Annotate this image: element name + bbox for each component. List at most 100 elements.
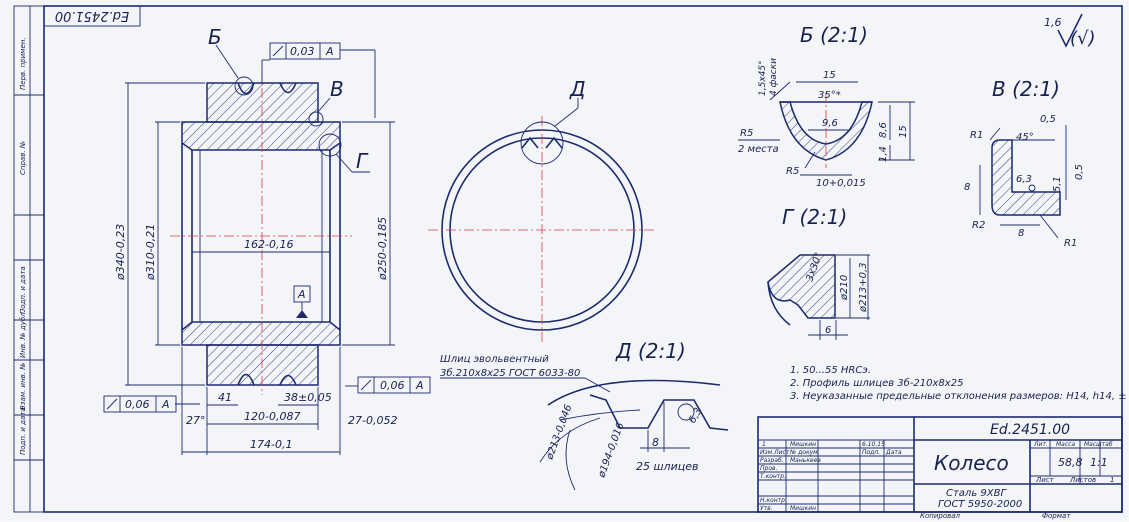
detail-v-dim-05-side: 0,5 xyxy=(1074,164,1085,180)
detail-v-dim-05-top: 0,5 xyxy=(1040,114,1056,125)
col-mass: Масса xyxy=(1056,441,1075,448)
tb-row-1-name: № докум. xyxy=(789,449,820,456)
detail-d-mark: Д xyxy=(569,77,586,101)
sheet-label: Лист xyxy=(1035,476,1055,484)
detail-b-title: Б (2:1) xyxy=(800,23,868,47)
detail-b-dim-10: 10+0,015 xyxy=(816,178,866,189)
tolerance-left-value: 0,06 xyxy=(125,398,150,411)
tolerance-left-datum: A xyxy=(161,398,170,411)
tb-row-0-date: 6.10.15 xyxy=(862,441,885,448)
section-mark-v: В xyxy=(330,77,344,101)
tb-row-1-sign: Подп. xyxy=(862,449,880,456)
spline-spec: 3б.210x8x25 ГОСТ 6033-80 xyxy=(440,367,580,379)
tolerance-top-datum: A xyxy=(325,45,334,58)
datum-a-label: A xyxy=(297,288,306,301)
detail-b-dim-14: 1,4 xyxy=(878,146,889,162)
main-section-view xyxy=(125,44,395,455)
dim-162: 162-0,16 xyxy=(244,238,293,251)
note-2: 2. Профиль шлицев 3б-210х8х25 xyxy=(790,377,963,389)
detail-b-r5-top: R5 xyxy=(740,128,753,139)
detail-g-dim-d210: ø210 xyxy=(839,275,850,301)
detail-b-places: 2 места xyxy=(738,144,779,155)
side-label-5: Взам. инв. № xyxy=(19,362,27,410)
col-lit: Лит. xyxy=(1033,441,1048,448)
top-stamp: Еd.2451.00 xyxy=(55,8,129,23)
side-label-2: Справ. № xyxy=(19,141,27,175)
tb-row-6-name: Мишкин xyxy=(790,505,816,512)
tb-row-6-role: Утв. xyxy=(760,505,773,512)
dim-27-left: 27° xyxy=(186,414,206,427)
detail-g-view xyxy=(767,254,870,340)
material-line-2: ГОСТ 5950-2000 xyxy=(938,499,1022,510)
tb-row-2-role: Разраб. xyxy=(760,457,784,464)
note-1: 1. 50...55 HRCэ. xyxy=(790,365,871,376)
dim-d310: ø310-0,21 xyxy=(144,224,157,281)
scale-value: 1:1 xyxy=(1090,456,1108,469)
roughness-symbol xyxy=(1057,13,1083,48)
datum-a-box: A xyxy=(293,285,311,303)
top-stamp-box xyxy=(43,5,141,27)
spline-label: Шлиц эвольвентный xyxy=(440,354,549,365)
detail-v-view xyxy=(979,125,1067,239)
title-block-grid xyxy=(757,416,1123,513)
detail-d-dim-8: 8 xyxy=(652,436,659,449)
side-label-3: Подп. и дата xyxy=(19,266,27,314)
side-label-4: Инв. № дубл. xyxy=(19,310,27,358)
tb-row-0-role: 1 xyxy=(762,441,766,448)
tb-row-1-role: Изм.Лист xyxy=(760,449,790,456)
detail-d-title: Д (2:1) xyxy=(615,339,686,363)
detail-b-dim-96: 9,6 xyxy=(822,118,838,129)
side-label-1: Перв. примен. xyxy=(19,37,27,90)
dim-120: 120-0,087 xyxy=(244,410,300,423)
col-scale: Масштаб xyxy=(1084,441,1113,448)
tolerance-frame-top: 0,03 A xyxy=(269,42,341,60)
side-strip xyxy=(13,5,45,513)
detail-b-chamfer: 1,5x45° xyxy=(758,60,768,96)
roughness-general: (√) xyxy=(1070,28,1096,49)
detail-b-dim-86: 8,6 xyxy=(878,122,889,138)
detail-b-angle: 35°* xyxy=(818,90,841,101)
detail-v-r2: R2 xyxy=(972,220,985,231)
dim-d250: ø250-0,185 xyxy=(376,217,389,281)
detail-g-dim-d213: ø213+0,3 xyxy=(858,263,869,314)
tb-row-5-role: Н.контр. xyxy=(760,497,787,504)
tb-row-0-name: Мишкин xyxy=(790,441,816,448)
detail-g-title: Г (2:1) xyxy=(782,205,847,229)
dim-38: 38±0,05 xyxy=(284,391,332,404)
roughness-value: 1,6 xyxy=(1044,16,1062,29)
part-name: Колесо xyxy=(934,451,1009,475)
sheets-count: 1 xyxy=(1110,476,1114,484)
detail-b-view xyxy=(738,81,915,176)
tolerance-right-value: 0,06 xyxy=(380,379,405,392)
tb-row-1-date: Дата xyxy=(885,449,902,456)
tb-row-2-name: Манькеев xyxy=(790,457,821,464)
detail-v-angle: 45° xyxy=(1016,132,1034,143)
detail-v-dim-8-bottom: 8 xyxy=(1018,228,1024,239)
tolerance-top-value: 0,03 xyxy=(290,45,315,58)
tolerance-frame-left: 0,06 A xyxy=(103,395,177,413)
sheets-label: Листов xyxy=(1069,476,1096,484)
dim-27-right: 27-0,052 xyxy=(348,414,397,427)
detail-b-dim-15-side: 15 xyxy=(898,125,909,138)
wheel-front-view xyxy=(428,98,656,344)
note-3: 3. Неуказанные предельные отклонения раз… xyxy=(790,391,1129,402)
tolerance-right-datum: A xyxy=(415,379,424,392)
detail-d-view xyxy=(440,377,729,491)
tolerance-frame-right: 0,06 A xyxy=(357,376,431,394)
dim-174: 174-0,1 xyxy=(250,438,292,451)
copied-label: Копировал xyxy=(920,512,960,520)
detail-b-chamfer-count: 4 фаски xyxy=(769,58,779,96)
detail-v-r1-top: R1 xyxy=(970,130,983,141)
side-label-6: Подп. и дата xyxy=(19,407,27,455)
detail-b-r5-bottom: R5 xyxy=(786,166,799,177)
mass-value: 58,8 xyxy=(1058,456,1083,469)
dim-d340: ø340-0,23 xyxy=(114,224,127,281)
detail-v-dim-51: 5,1 xyxy=(1052,176,1063,192)
doc-number: Еd.2451.00 xyxy=(990,422,1070,438)
dim-41: 41 xyxy=(218,391,232,404)
format-label: Формат xyxy=(1042,512,1071,520)
detail-v-dim-8-left: 8 xyxy=(964,182,970,193)
detail-d-teeth: 25 шлицев xyxy=(636,460,698,473)
